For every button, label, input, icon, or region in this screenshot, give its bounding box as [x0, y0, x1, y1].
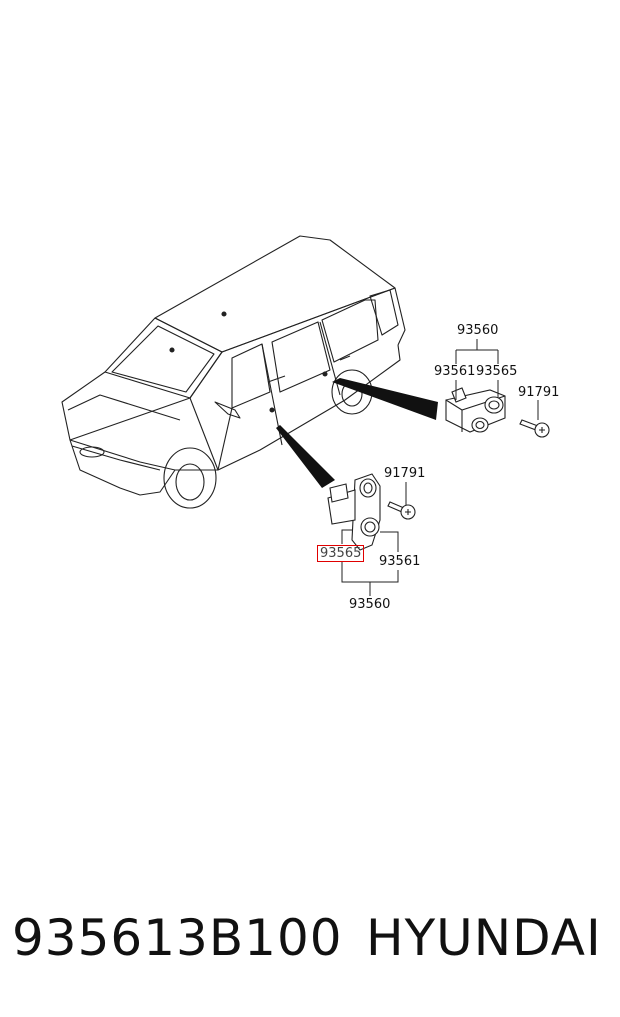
label-upper-right: 93565	[476, 364, 518, 379]
label-lower-group: 93560	[349, 597, 391, 612]
part-number: 935613B100	[12, 909, 343, 967]
brand-name: HYUNDAI	[366, 909, 602, 967]
diagram-drawing	[61, 235, 550, 596]
lower-switch-assembly	[327, 473, 381, 551]
upper-switch-assembly	[445, 387, 506, 433]
parts-diagram: 93560 93561 93565 91791 91791 93565 9356…	[61, 235, 560, 612]
label-lower-right: 93561	[379, 554, 421, 569]
label-upper-screw: 91791	[518, 385, 560, 400]
lower-screw-illustration	[387, 501, 416, 520]
callout-wedge-lower	[276, 425, 335, 488]
footer: 935613B100 HYUNDAI	[0, 905, 620, 975]
upper-screw-illustration	[519, 419, 550, 438]
label-lower-left-highlighted[interactable]: 93565	[317, 545, 365, 562]
minivan-illustration	[61, 235, 406, 509]
callout-wedge-upper	[332, 378, 438, 420]
label-lower-screw: 91791	[384, 466, 426, 481]
leader-lines	[341, 339, 539, 596]
label-upper-group: 93560	[457, 323, 499, 338]
label-upper-left: 93561	[434, 364, 476, 379]
